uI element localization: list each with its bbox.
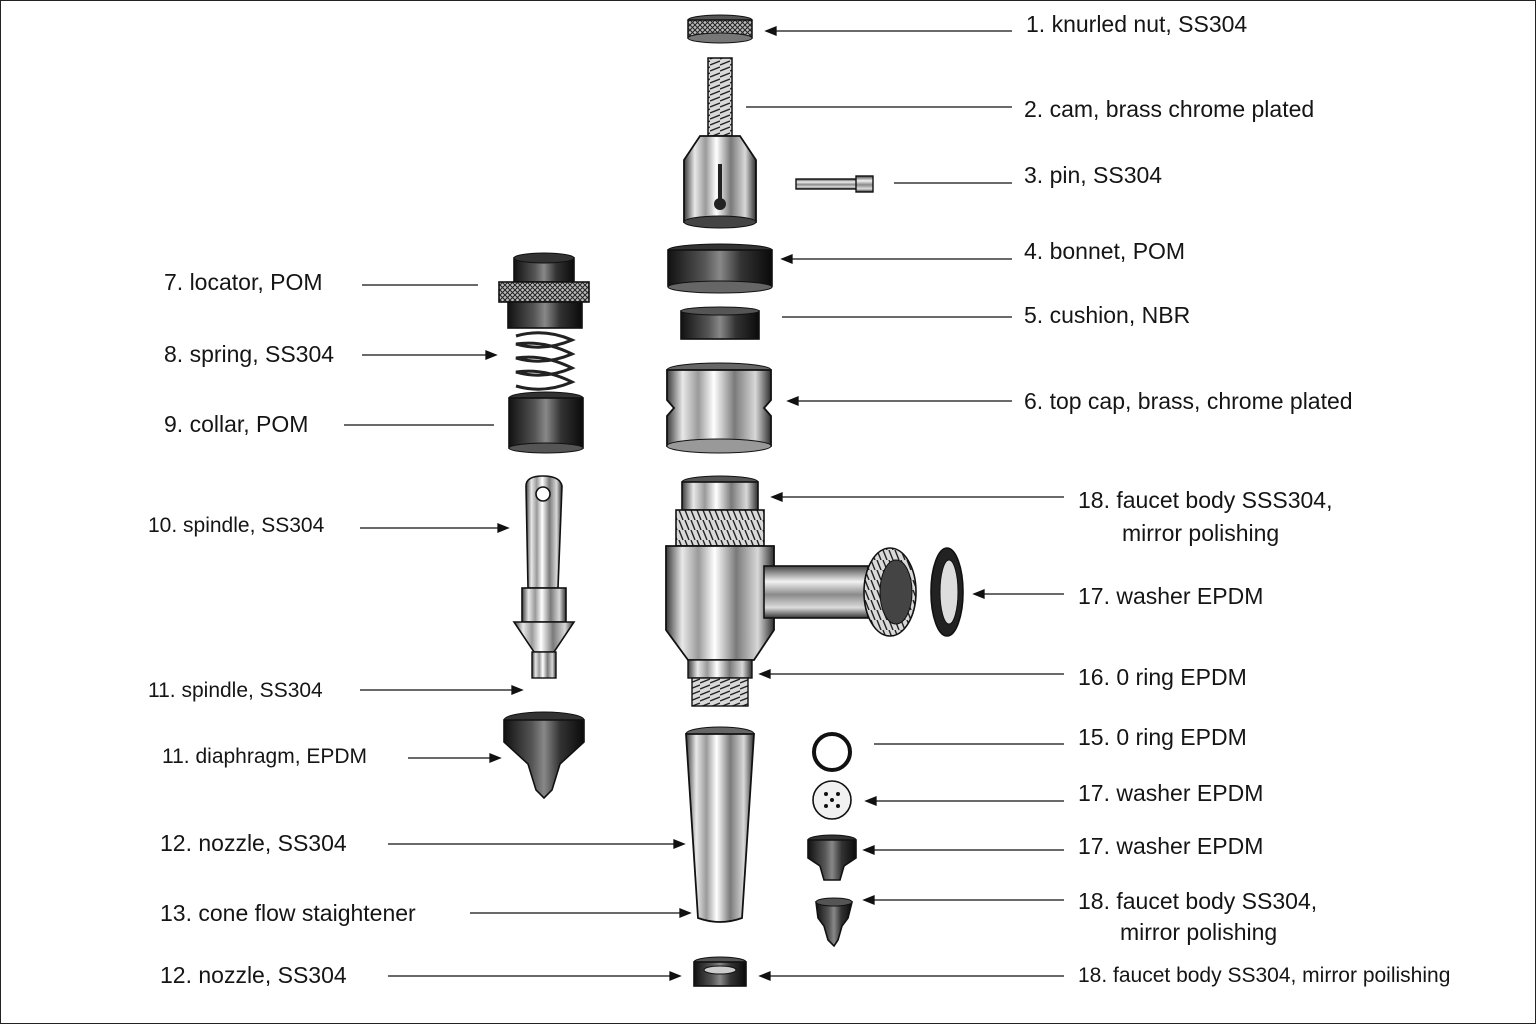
label-top-cap: 6. top cap, brass, chrome plated — [1024, 388, 1353, 414]
faucet-body-part — [665, 475, 917, 707]
label-washer-17c: 17. washer EPDM — [1078, 833, 1264, 859]
bottom-ring-part — [693, 956, 747, 987]
label-nozzle-12a: 12. nozzle, SS304 — [160, 830, 347, 856]
label-locator: 7. locator, POM — [164, 269, 323, 295]
spring-part — [515, 331, 576, 391]
side-washer-part — [930, 547, 964, 637]
label-cone-flow-straightener: 13. cone flow staightener — [160, 900, 416, 926]
small-valve-part — [815, 897, 854, 948]
label-faucet-body-18c: 18. faucet body SS304, mirror poilishing — [1078, 964, 1451, 987]
label-faucet-body-18b-line2: mirror polishing — [1120, 919, 1278, 945]
diaphragm-part — [503, 711, 585, 800]
bonnet-part — [667, 243, 773, 294]
label-diaphragm: 11. diaphragm, EPDM — [162, 745, 368, 768]
label-collar: 9. collar, POM — [164, 411, 309, 437]
label-cam: 2. cam, brass chrome plated — [1024, 96, 1315, 122]
cap-washer-part — [807, 834, 857, 881]
label-spindle-10: 10. spindle, SS304 — [148, 514, 325, 537]
cushion-part — [680, 306, 760, 340]
label-spindle-11: 11. spindle, SS304 — [148, 679, 323, 702]
label-nozzle-12b: 12. nozzle, SS304 — [160, 962, 347, 988]
locator-part — [498, 252, 590, 329]
perforated-washer-part — [812, 780, 852, 820]
label-bonnet: 4. bonnet, POM — [1024, 238, 1186, 264]
knurled-nut-part — [687, 14, 753, 44]
label-faucet-body-18a: 18. faucet body SSS304, — [1078, 487, 1333, 513]
label-faucet-body-18b: 18. faucet body SS304, — [1078, 888, 1318, 914]
top-cap-part — [666, 362, 772, 454]
cam-part — [683, 57, 757, 229]
label-o-ring-15: 15. 0 ring EPDM — [1078, 724, 1247, 750]
label-pin: 3. pin, SS304 — [1024, 162, 1163, 188]
o-ring-part — [812, 732, 852, 772]
collar-part — [508, 391, 584, 454]
label-knurled-nut: 1. knurled nut, SS304 — [1026, 11, 1248, 37]
label-o-ring-16: 16. 0 ring EPDM — [1078, 664, 1247, 690]
label-washer-17b: 17. washer EPDM — [1078, 780, 1264, 806]
leader-lines — [344, 26, 1064, 981]
nozzle-part — [685, 726, 755, 923]
label-cushion: 5. cushion, NBR — [1024, 302, 1191, 328]
label-washer-17a: 17. washer EPDM — [1078, 583, 1264, 609]
spindle-part — [512, 475, 576, 679]
pin-part — [795, 175, 874, 193]
label-spring: 8. spring, SS304 — [164, 341, 335, 367]
label-faucet-body-18a-line2: mirror polishing — [1122, 520, 1280, 546]
